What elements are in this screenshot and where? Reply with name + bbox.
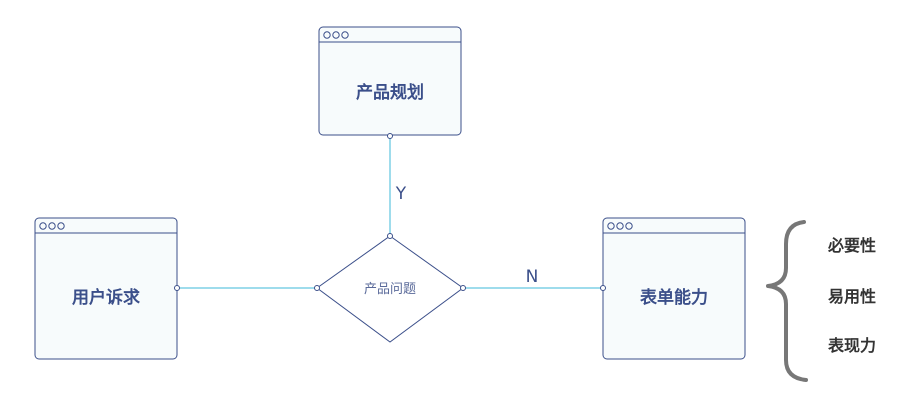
window-dot-icon <box>616 222 624 230</box>
window-dot-icon <box>341 31 349 39</box>
window-dot-icon <box>607 222 615 230</box>
edge-label-yes: Y <box>395 184 407 204</box>
window-dot-icon <box>48 222 56 230</box>
window-frame <box>318 26 462 136</box>
node-decision-diamond[interactable]: 产品问题 <box>316 235 464 343</box>
edge-label-no: N <box>526 267 539 287</box>
node-top-label: 产品规划 <box>356 82 424 103</box>
port-marker-icon <box>314 285 320 291</box>
port-marker-icon <box>460 285 466 291</box>
window-dot-icon <box>39 222 47 230</box>
port-marker-icon <box>174 285 180 291</box>
node-decision-label: 产品问题 <box>364 282 416 297</box>
diamond-shape <box>316 235 464 343</box>
port-marker-icon <box>600 285 606 291</box>
port-marker-icon <box>387 133 393 139</box>
window-dot-icon <box>57 222 65 230</box>
port-marker-icon <box>387 233 393 239</box>
window-dot-icon <box>625 222 633 230</box>
curly-brace-icon <box>766 220 808 382</box>
node-left-window[interactable]: 用户诉求 <box>34 217 178 360</box>
window-dot-icon <box>323 31 331 39</box>
node-left-label: 用户诉求 <box>72 287 140 308</box>
brace-list-item: 易用性 <box>828 287 876 306</box>
node-right-label: 表单能力 <box>640 287 708 308</box>
brace-list-item: 必要性 <box>827 236 876 255</box>
brace-list-item: 表现力 <box>827 336 876 355</box>
node-right-window[interactable]: 表单能力 <box>602 217 746 360</box>
window-dot-icon <box>332 31 340 39</box>
node-top-window[interactable]: 产品规划 <box>318 26 462 136</box>
